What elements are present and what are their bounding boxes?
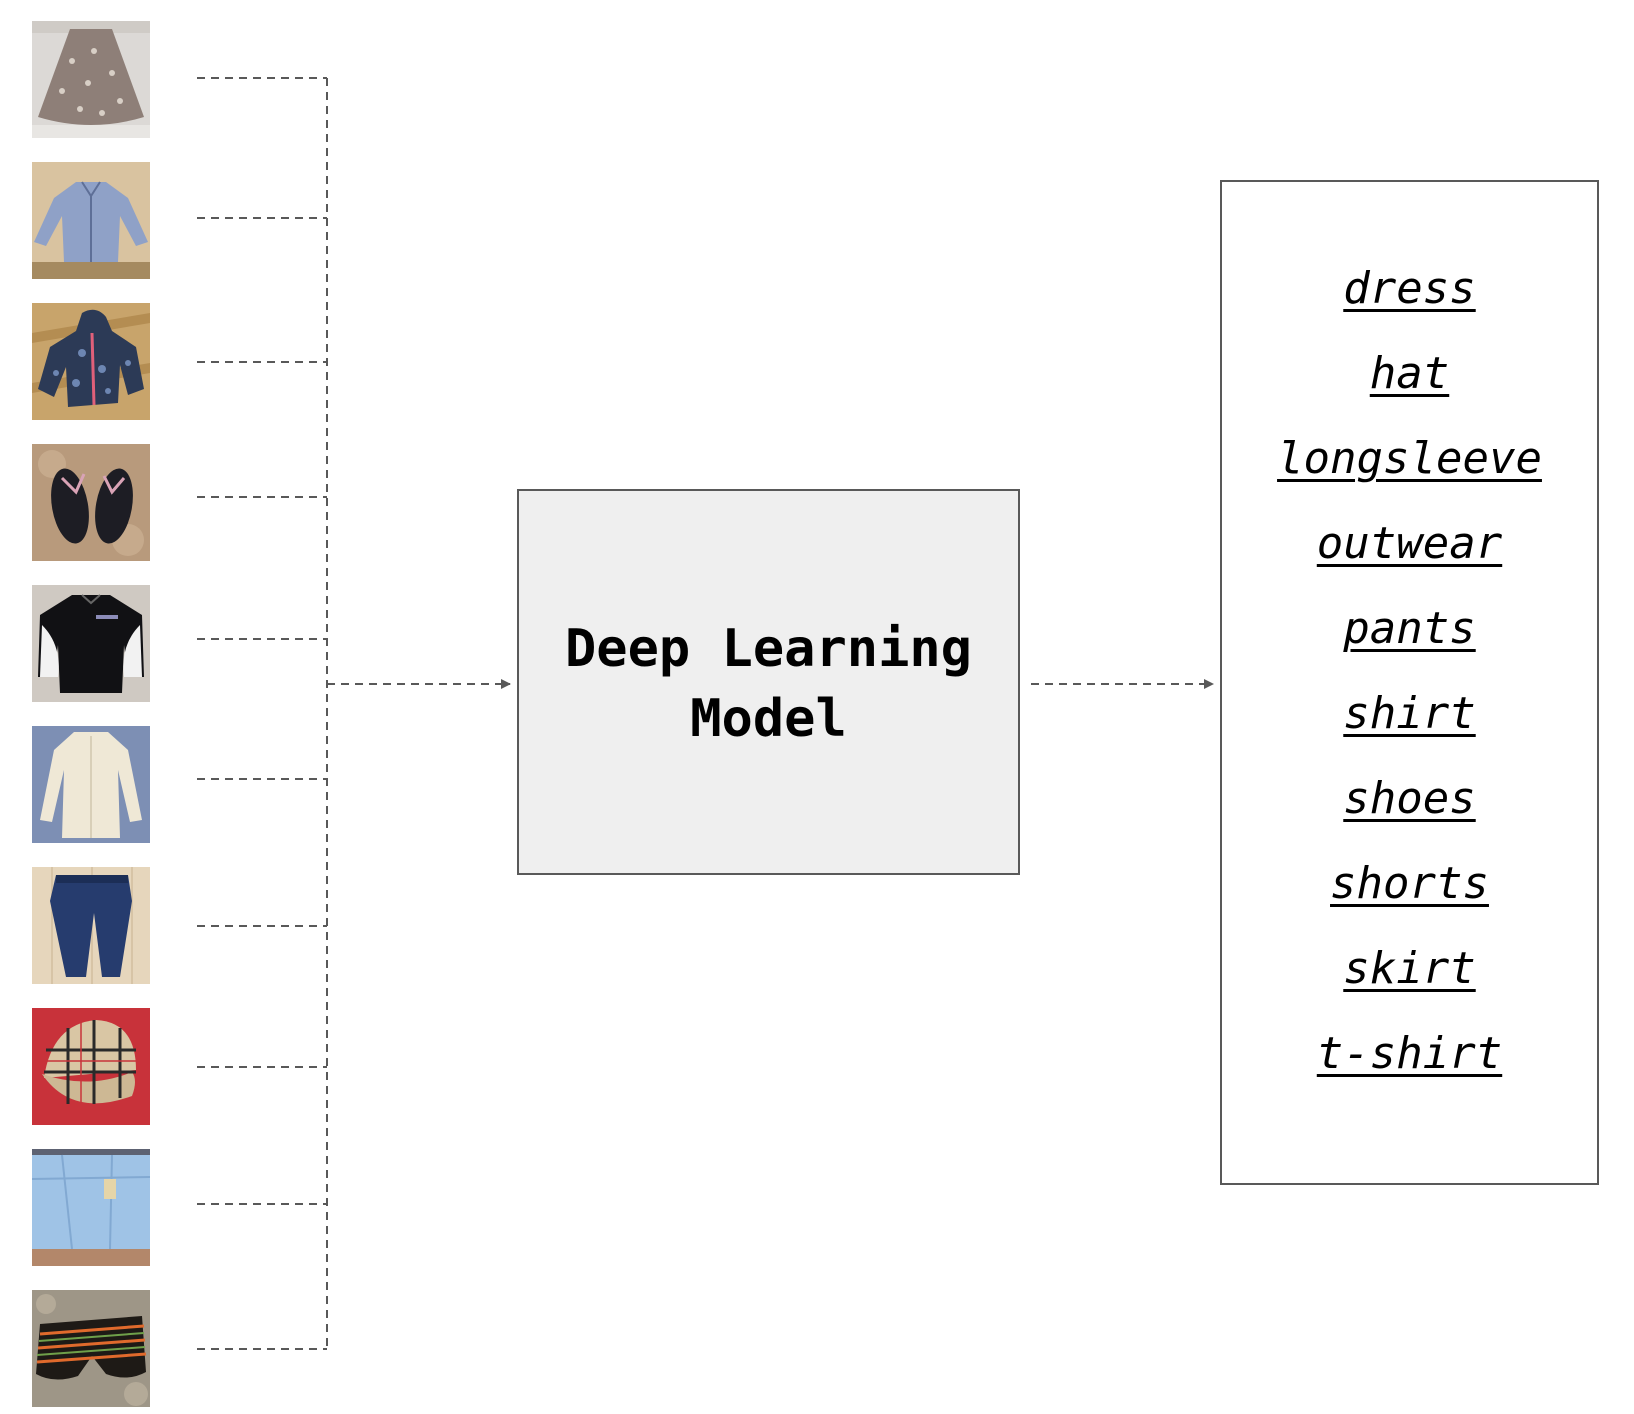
class-label-shorts: shorts [1330, 858, 1489, 909]
outwear-jacket-photo [32, 303, 150, 420]
shoes-sandals-photo [32, 444, 150, 561]
dress-photo [32, 21, 150, 138]
longsleeve-shirt-photo [32, 162, 150, 279]
t-shirt-photo [32, 585, 150, 702]
class-labels-box: dress hat longsleeve outwear pants shirt… [1220, 180, 1599, 1185]
shorts-striped-photo [32, 1290, 150, 1407]
class-label-skirt: skirt [1343, 943, 1476, 994]
pants-jeans-photo [32, 867, 150, 984]
class-label-dress: dress [1343, 263, 1476, 314]
longsleeve-top-photo [32, 726, 150, 843]
class-labels-list: dress hat longsleeve outwear pants shirt… [1222, 264, 1597, 1114]
class-label-pants: pants [1343, 603, 1476, 654]
hat-cap-photo [32, 1008, 150, 1125]
class-label-longsleeve: longsleeve [1277, 433, 1542, 484]
class-label-outwear: outwear [1316, 518, 1503, 569]
class-label-t-shirt: t-shirt [1316, 1028, 1503, 1079]
model-label: Deep Learning Model [565, 619, 972, 749]
class-label-shirt: shirt [1343, 688, 1476, 739]
skirt-denim-photo [32, 1149, 150, 1266]
model-box: Deep Learning Model [517, 489, 1020, 875]
class-label-hat: hat [1369, 348, 1450, 399]
class-label-shoes: shoes [1343, 773, 1476, 824]
